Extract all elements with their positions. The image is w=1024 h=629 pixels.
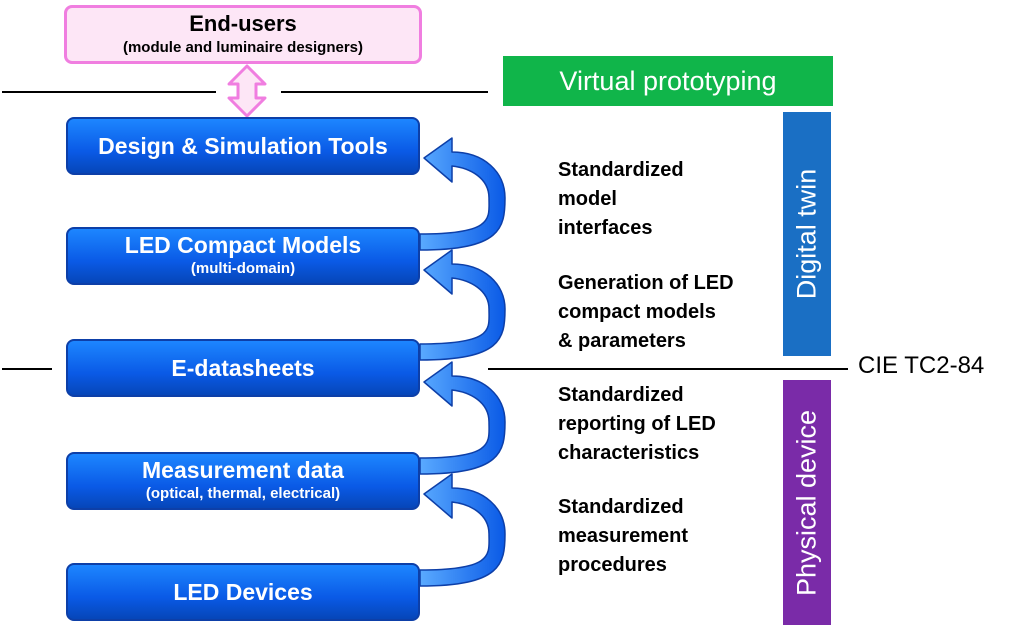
box-led-devices: LED Devices	[66, 563, 420, 621]
end-users-title: End-users	[189, 11, 297, 36]
arrow-measurement-to-datasheets	[419, 361, 506, 475]
step-line: Standardized	[558, 384, 684, 406]
box-label: LED Devices	[173, 579, 313, 605]
double-arrow-icon	[227, 64, 267, 118]
box-measurement-data: Measurement data (optical, thermal, elec…	[66, 452, 420, 510]
box-sublabel: (multi-domain)	[190, 260, 296, 277]
physical-device-bar: Physical device	[783, 380, 831, 625]
box-label: Design & Simulation Tools	[98, 133, 388, 159]
step-line: Standardized	[558, 159, 684, 181]
step-text-compact-model-generation: Generation of LED compact models & param…	[558, 269, 788, 356]
box-design-simulation-tools: Design & Simulation Tools	[66, 117, 420, 175]
physical-device-label: Physical device	[791, 409, 822, 596]
step-line: measurement	[558, 525, 689, 547]
arrow-compact-to-tools	[419, 137, 506, 251]
step-line: model	[558, 188, 617, 210]
box-label: E-datasheets	[171, 355, 315, 381]
digital-twin-bar: Digital twin	[783, 112, 831, 356]
step-line: & parameters	[558, 330, 686, 352]
step-text-reporting: Standardized reporting of LED characteri…	[558, 381, 788, 468]
virtual-prototyping-label: Virtual prototyping	[559, 65, 777, 96]
step-line: reporting of LED	[558, 413, 716, 435]
end-users-subtitle: (module and luminaire designers)	[122, 39, 364, 56]
arrow-devices-to-measurement	[419, 473, 506, 587]
step-line: Generation of LED	[558, 272, 734, 294]
step-text-model-interfaces: Standardized model interfaces	[558, 156, 788, 243]
cie-tc2-84-label: CIE TC2-84	[858, 352, 985, 379]
step-text-measurement-procedures: Standardized measurement procedures	[558, 493, 788, 580]
step-line: Standardized	[558, 496, 684, 518]
arrow-datasheets-to-compact	[419, 249, 506, 361]
box-label: LED Compact Models	[124, 232, 362, 258]
step-line: interfaces	[558, 217, 653, 239]
step-line: characteristics	[558, 442, 700, 464]
end-users-box: End-users (module and luminaire designer…	[64, 5, 422, 64]
box-led-compact-models: LED Compact Models (multi-domain)	[66, 227, 420, 285]
step-line: compact models	[558, 301, 716, 323]
box-e-datasheets: E-datasheets	[66, 339, 420, 397]
step-line: procedures	[558, 554, 667, 576]
digital-twin-label: Digital twin	[791, 168, 822, 300]
curved-arrows	[419, 137, 506, 587]
box-sublabel: (optical, thermal, electrical)	[145, 485, 341, 502]
virtual-prototyping-banner: Virtual prototyping	[503, 56, 833, 106]
box-label: Measurement data	[142, 457, 344, 483]
